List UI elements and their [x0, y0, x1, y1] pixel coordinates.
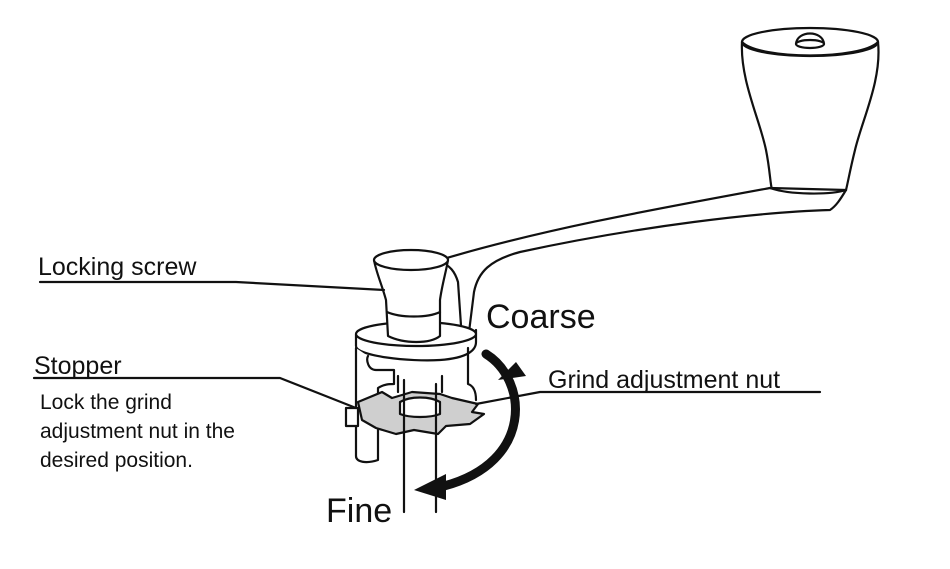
- grind-adjustment-nut-label: Grind adjustment nut: [548, 366, 781, 394]
- stopper-description: Lock the grind adjustment nut in the des…: [40, 388, 300, 475]
- fine-label: Fine: [326, 492, 393, 530]
- locking-screw: [372, 248, 450, 344]
- stopper-description-line-2: adjustment nut in the: [40, 420, 235, 443]
- locking-screw-label: Locking screw: [38, 253, 197, 281]
- grind-adjustment-nut: [356, 390, 486, 436]
- crank-arm: [438, 186, 848, 342]
- stopper-description-line-3: desired position.: [40, 449, 193, 472]
- coarse-label: Coarse: [486, 298, 596, 336]
- stopper-label: Stopper: [34, 352, 122, 380]
- stopper-description-line-1: Lock the grind: [40, 391, 172, 414]
- handle-knob: [740, 26, 880, 196]
- coarse-fine-arrow: [414, 349, 526, 500]
- leader-lines: [32, 280, 822, 410]
